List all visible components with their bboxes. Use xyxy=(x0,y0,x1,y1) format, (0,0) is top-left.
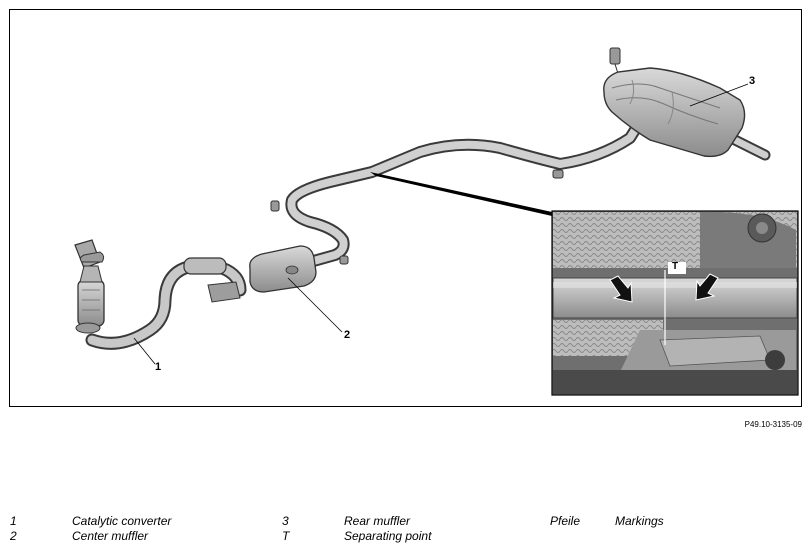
hanger-icons xyxy=(270,47,621,265)
legend-key: 3 xyxy=(282,514,289,528)
legend-key: T xyxy=(282,529,290,543)
legend-value: Markings xyxy=(615,514,664,528)
leader-lines xyxy=(133,83,749,365)
figure-reference: P49.10-3135-09 xyxy=(744,420,802,429)
legend-value: Rear muffler xyxy=(344,514,411,528)
center-muffler-icon xyxy=(249,245,317,293)
inset-photo xyxy=(551,210,799,396)
callout-t: T xyxy=(672,261,679,272)
legend-key: Pfeile xyxy=(550,514,581,528)
legend-value: Catalytic converter xyxy=(72,514,172,528)
callout-3: 3 xyxy=(749,75,756,87)
legend-key: 2 xyxy=(10,529,17,543)
rear-muffler-icon xyxy=(603,67,746,158)
catalytic-converter-icon xyxy=(74,239,105,334)
legend-key: 1 xyxy=(10,514,17,528)
legend-value: Center muffler xyxy=(72,529,149,543)
separating-point-pointer xyxy=(370,172,552,216)
callout-1: 1 xyxy=(155,361,162,373)
flex-section xyxy=(183,257,241,303)
marking-arrow-icon xyxy=(609,273,719,303)
legend-value: Separating point xyxy=(344,529,432,543)
callout-2: 2 xyxy=(344,329,351,341)
